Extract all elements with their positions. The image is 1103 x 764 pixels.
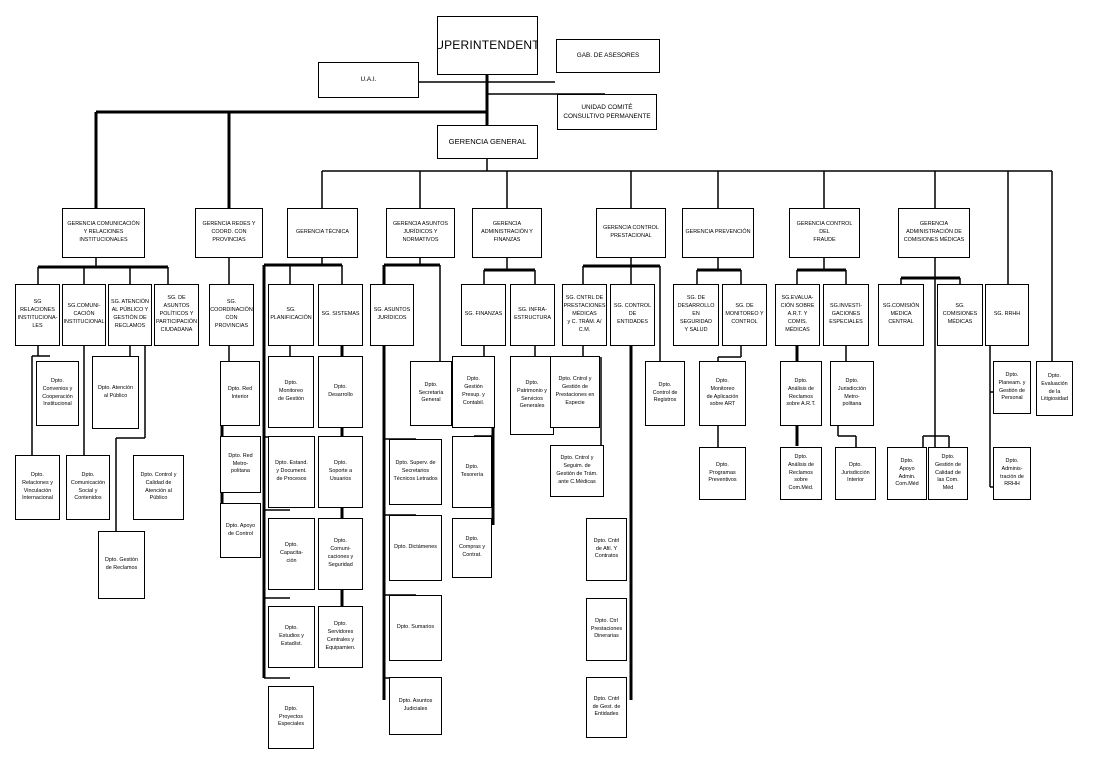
sg-evaluacion-box: SG.EVALUA- CIÓN SOBRE A.R.T. Y COMIS. MÉ… (775, 284, 820, 346)
gerencia-general-box: GERENCIA GENERAL (437, 125, 538, 159)
sg-cntrl-prestaciones-box: SG. CNTRL DE PRESTACIONES MÉDICAS y C. T… (562, 284, 607, 346)
gerencia-prevencion-box: GERENCIA PREVENCIÓN (682, 208, 754, 258)
sg-comision-central-box: SG.COMISIÓN MÉDICA CENTRAL (878, 284, 924, 346)
dpto-monitoreo-gestion-box: Dpto. Monitoreo de Gestión (268, 356, 314, 428)
dpto-estudios-box: Dpto. Estudios y Estadíst. (268, 606, 315, 668)
dpto-tesoreria-box: Dpto. Tesorería (452, 436, 492, 508)
gerencia-tecnica-box: GERENCIA TÉCNICA (287, 208, 358, 258)
sg-coordinacion-box: SG. COORDINACIÓN CON PROVINCIAS (209, 284, 254, 346)
dpto-desarrollo-box: Dpto. Desarrollo (318, 356, 363, 428)
dpto-dictamenes-box: Dpto. Dictámenes (389, 515, 442, 581)
dpto-cntrl-seguimiento-box: Dpto. Cntrol y Seguim. de Gestión de Trá… (550, 445, 604, 497)
dpto-asuntos-judiciales-box: Dpto. Asuntos Judiciales (389, 677, 442, 735)
dpto-apoyo-admin-box: Dpto. Apoyo Admin. Com.Méd (887, 447, 927, 500)
dpto-estandarizacion-box: Dpto. Estand. y Document. de Procesos (268, 436, 315, 508)
gerencia-comisiones-box: GERENCIA ADMINISTRACIÓN DE COMISIONES MÉ… (898, 208, 970, 258)
sg-rrhh-box: SG. RRHH (985, 284, 1029, 346)
dpto-compras-box: Dpto. Compras y Contrat. (452, 518, 492, 578)
sg-relaciones-box: SG RELACIONES INSTITUCIONA- LES (15, 284, 60, 346)
sg-monitoreo-box: SG. DE MONITOREO Y CONTROL (722, 284, 767, 346)
superintendente-box: SUPERINTENDENTE (437, 16, 538, 75)
dpto-jurisdiccion-interior-box: Dpto. Jurisdicción Interior (835, 447, 876, 500)
gerencia-comunicacion-box: GERENCIA COMUNICACIÓN Y RELACIONES INSTI… (62, 208, 145, 258)
dpto-administracion-rrhh-box: Dpto. Adminis- tración de RRHH (993, 447, 1031, 500)
dpto-evaluacion-litigiosidad-box: Dpto. Evaluación de la Litigiosidad (1036, 361, 1073, 416)
sg-investigaciones-box: SG.INVESTI- GACIONES ESPECIALES (823, 284, 869, 346)
dpto-gestion-calidad-box: Dpto. Gestión de Calidad de las Com. Méd (928, 447, 968, 500)
dpto-convenios-box: Dpto. Convenios y Cooperación Institucio… (36, 361, 79, 426)
gerencia-control-fraude-box: GERENCIA CONTROL DEL FRAUDE (789, 208, 860, 258)
sg-finanzas-box: SG. FINANZAS (461, 284, 506, 346)
dpto-gestion-reclamos-box: Dpto. Gestión de Reclamos (98, 531, 145, 599)
unidad-comite-box: UNIDAD COMITÉ CONSULTIVO PERMANENTE (557, 94, 657, 130)
gab-asesores-box: GAB. DE ASESORES (556, 39, 660, 73)
dpto-proyectos-box: Dpto. Proyectos Especiales (268, 686, 314, 749)
dpto-superv-secretarios-box: Dpto. Superv. de Secretarios Técnicos Le… (389, 439, 442, 505)
dpto-gestion-presupuestaria-box: Dpto. Gestión Presup. y Contabil. (452, 356, 495, 428)
dpto-relaciones-internacional-box: Dpto. Relaciones y Vinculación Internaci… (15, 455, 60, 520)
dpto-servidores-box: Dpto. Servidores Centrales y Equipamien. (318, 606, 363, 668)
dpto-ctrl-prestaciones-dinerarias-box: Dpto. Ctrl Prestaciones Dinerarias (586, 598, 627, 661)
sg-planificacion-box: SG. PLANIFICACIÓN (268, 284, 314, 346)
sg-asuntos-juridicos-box: SG. ASUNTOS JURÍDICOS (370, 284, 414, 346)
sg-atencion-box: SG. ATENCIÓN AL PÚBLICO Y GESTIÓN DE REC… (108, 284, 152, 346)
sg-sistemas-box: SG. SISTEMAS (318, 284, 363, 346)
dpto-analisis-reclamos-commed-box: Dpto. Análisis de Reclamos sobre Com.Méd… (780, 447, 822, 500)
dpto-comunicacion-social-box: Dpto. Comunicación Social y Contenidos (66, 455, 110, 520)
dpto-jurisdiccion-metropolitana-box: Dpto. Jurisdicción Metro- politana (830, 361, 874, 426)
dpto-control-calidad-box: Dpto. Control y Calidad de Atención al P… (133, 455, 184, 520)
dpto-analisis-reclamos-art-box: Dpto. Análisis de Reclamos sobre A.R.T. (780, 361, 822, 426)
dpto-monitoreo-art-box: Dpto. Monitoreo de Aplicación sobre ART (699, 361, 746, 426)
dpto-control-registros-box: Dpto. Control de Registros (645, 361, 685, 426)
gerencia-administracion-box: GERENCIA ADMINISTRACIÓN Y FINANZAS (472, 208, 542, 258)
dpto-comunicaciones-seguridad-box: Dpto. Comuni- caciones y Seguridad (318, 518, 363, 590)
dpto-cntrl-afiliacion-box: Dpto. Cntrl de Afil. Y Contratos (586, 518, 627, 581)
sg-asuntos-politicos-box: SG. DE ASUNTOS POLÍTICOS Y PARTICIPACIÓN… (154, 284, 199, 346)
dpto-patrimonio-box: Dpto. Patrimonio y Servicios Generales (510, 356, 554, 435)
dpto-secretaria-general-box: Dpto. Secretaría General (410, 361, 452, 426)
gerencia-redes-box: GERENCIA REDES Y COORD. CON PROVINCIAS (195, 208, 263, 258)
dpto-sumarios-box: Dpto. Sumarios (389, 595, 442, 661)
gerencia-asuntos-juridicos-box: GERENCIA ASUNTOS JURÍDICOS Y NORMATIVOS (386, 208, 455, 258)
gerencia-control-prestacional-box: GERENCIA CONTROL PRESTACIONAL (596, 208, 666, 258)
dpto-cntrl-gestion-prestaciones-box: Dpto. Cntrol y Gestión de Prestaciones e… (550, 356, 600, 428)
dpto-planeamiento-box: Dpto. Planeam. y Gestión de Personal (993, 361, 1031, 414)
dpto-capacitacion-box: Dpto. Capacita- ción (268, 518, 315, 590)
dpto-red-metropolitana-box: Dpto. Red Metro- politana (220, 436, 261, 493)
sg-control-entidades-box: SG. CONTROL DE ENTIDADES (610, 284, 655, 346)
dpto-apoyo-control-box: Dpto. Apoyo de Control (220, 503, 261, 558)
uai-box: U.A.I. (318, 62, 419, 98)
sg-comisiones-box: SG. COMISIONES MÉDICAS (937, 284, 983, 346)
dpto-cntrl-gestion-entidades-box: Dpto. Cntrl de Gest. de Entidades (586, 677, 627, 738)
dpto-red-interior-box: Dpto. Red Interior (220, 361, 260, 426)
sg-infraestructura-box: SG. INFRA- ESTRUCTURA (510, 284, 555, 346)
dpto-soporte-box: Dpto. Soporte a Usuarios (318, 436, 363, 508)
dpto-programas-preventivos-box: Dpto. Programas Preventivos (699, 447, 746, 500)
sg-desarrollo-box: SG. DE DESARROLLO EN SEGURIDAD Y SALUD (673, 284, 719, 346)
dpto-atencion-publico-box: Dpto. Atención al Público (92, 356, 139, 429)
sg-comunicacion-box: SG.COMUNI- CACIÓN INSTITUCIONAL (62, 284, 106, 346)
